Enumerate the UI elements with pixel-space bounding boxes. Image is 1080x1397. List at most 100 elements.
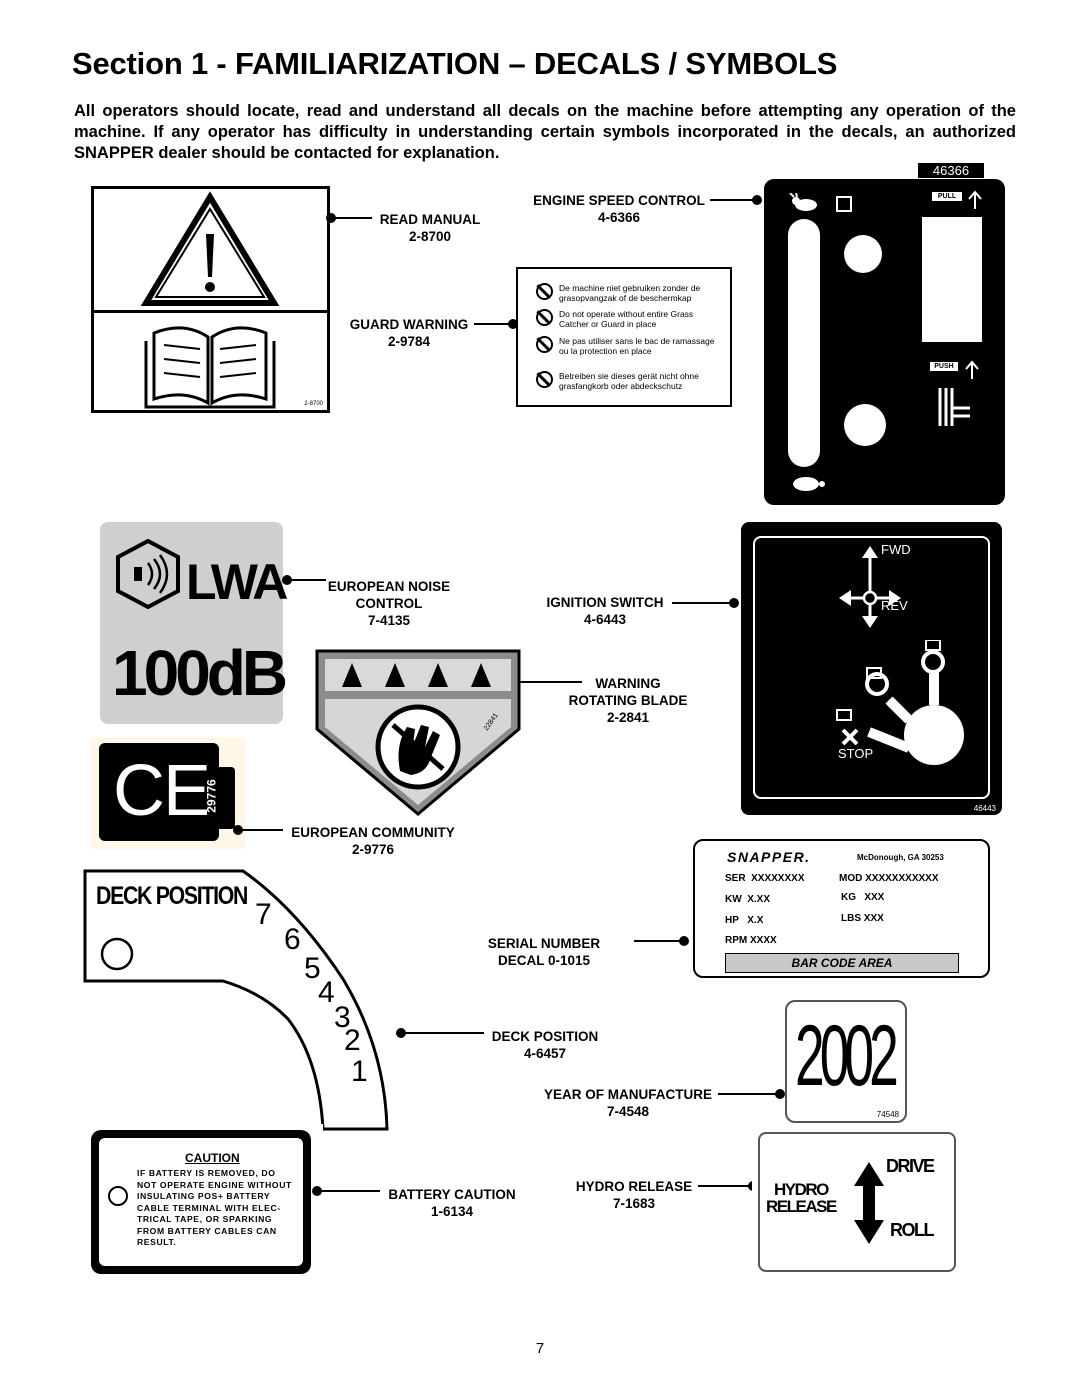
pull-label: PULL: [932, 192, 962, 201]
book-icon: [144, 326, 276, 409]
read-manual-label: READ MANUAL 2-8700: [366, 211, 494, 245]
year-label: YEAR OF MANUFACTURE 7-4548: [538, 1086, 718, 1120]
year-name: YEAR OF MANUFACTURE: [544, 1087, 712, 1102]
serial-ser-label: SER: [725, 873, 746, 884]
engine-speed-callout-line: [710, 199, 756, 201]
rotating-blade-decal: 22841: [315, 649, 521, 816]
guard-line-german: Betreiben sie dieses gerät nicht ohne gr…: [559, 371, 699, 391]
guard-line-french: Ne pas utiliser sans le bac de ramassage…: [559, 336, 715, 356]
rabbit-icon: [789, 193, 817, 211]
hydro-release-part: 7-1683: [612, 1196, 656, 1211]
caution-title: CAUTION: [185, 1151, 240, 1165]
choke-panel: [922, 217, 982, 342]
key-switch-icon: [836, 640, 964, 765]
european-noise-line1: EUROPEAN NOISE: [327, 579, 451, 594]
ignition-fwd: FWD: [881, 542, 911, 557]
serial-location: McDonough, GA 30253: [857, 853, 944, 862]
serial-kg-value: XXX: [864, 892, 885, 903]
caution-line: CABLE TERMINAL WITH ELEC-: [137, 1202, 281, 1213]
deck-number-7: 7: [255, 898, 272, 931]
caution-line: IF BATTERY IS REMOVED, DO: [137, 1168, 276, 1178]
engine-speed-code: 46366: [918, 163, 984, 178]
deck-number-1: 1: [351, 1055, 368, 1088]
serial-brand: SNAPPER.: [727, 849, 811, 865]
read-manual-callout-line: [330, 217, 372, 219]
battery-caution-decal: CAUTION IF BATTERY IS REMOVED, DO NOT OP…: [87, 1124, 323, 1279]
serial-mod-label: MOD: [839, 873, 863, 884]
guard-warning-name: GUARD WARNING: [349, 317, 469, 332]
deck-position-name: DECK POSITION: [491, 1029, 599, 1044]
engine-speed-name: ENGINE SPEED CONTROL: [533, 193, 705, 208]
serial-number-line2: DECAL 0-1015: [497, 953, 591, 968]
deck-title: DECK POSITION: [96, 882, 248, 910]
warning-triangle-icon: [140, 191, 280, 306]
deck-number-6: 6: [284, 923, 301, 956]
ce-mark: CE: [113, 751, 211, 831]
european-noise-decal: LWA 100dB: [100, 522, 288, 724]
year-part: 7-4548: [606, 1104, 650, 1119]
deck-position-decal: [83, 869, 389, 1131]
pull-arrow-icon: [968, 190, 982, 209]
year-of-manufacture-decal: 2002 74548: [785, 1000, 907, 1123]
direction-arrows-icon: [839, 546, 901, 628]
year-callout-dot: [775, 1089, 785, 1099]
warning-blade-part: 2-2841: [606, 710, 650, 725]
double-arrow-icon: [854, 1162, 884, 1244]
page-number: 7: [535, 1340, 545, 1357]
serial-rpm-value: XXXX: [750, 935, 777, 946]
ignition-switch-part: 4-6443: [583, 612, 627, 627]
serial-rpm-label: RPM: [725, 935, 748, 946]
warning-blade-callout-line: [520, 681, 582, 683]
ignition-callout-dot: [729, 598, 739, 608]
caution-line: NOT OPERATE ENGINE WITHOUT: [137, 1179, 292, 1190]
warning-blade-label: WARNING ROTATING BLADE 2-2841: [560, 675, 696, 726]
serial-lbs-value: XXX: [863, 913, 884, 924]
push-arrow-icon: [965, 360, 979, 379]
guard-warning-callout-line: [474, 323, 510, 325]
serial-number-label: SERIAL NUMBER DECAL 0-1015: [481, 935, 607, 969]
ignition-switch-label: IGNITION SWITCH 4-6443: [540, 594, 670, 628]
hydro-release-decal: DRIVE HYDRO RELEASE ROLL: [752, 1124, 960, 1277]
guard-warning-callout-dot: [508, 319, 518, 329]
engine-speed-callout-dot: [752, 195, 762, 205]
intro-paragraph: All operators should locate, read and un…: [74, 102, 1016, 162]
deck-number-4: 4: [318, 976, 335, 1009]
serial-mod-value: XXXXXXXXXXX: [865, 873, 939, 884]
deck-number-5: 5: [304, 952, 321, 985]
year-callout-line: [718, 1093, 778, 1095]
serial-hp-value: X.X: [747, 915, 764, 926]
european-noise-line2: CONTROL: [355, 596, 423, 611]
hydro-line2: RELEASE: [766, 1197, 837, 1216]
no-operate-icon: [536, 309, 553, 326]
hydro-release-label: HYDRO RELEASE 7-1683: [570, 1178, 698, 1212]
european-noise-part: 7-4135: [367, 613, 411, 628]
noise-ear-icon: [116, 538, 180, 610]
serial-kw-value: X.XX: [747, 894, 771, 905]
ignition-frame: [753, 536, 990, 799]
caution-line: FROM BATTERY CABLES CAN: [137, 1225, 277, 1236]
turtle-icon: [793, 477, 825, 491]
caution-line: INSULATING POS+ BATTERY: [137, 1191, 271, 1201]
noise-db-value: 100dB: [112, 637, 288, 709]
serial-ser-value: XXXXXXXX: [751, 873, 805, 884]
battery-caution-label: BATTERY CAUTION 1-6134: [382, 1186, 522, 1220]
hydro-roll: ROLL: [890, 1220, 935, 1240]
year-code: 74548: [876, 1110, 899, 1119]
warning-triangle-icons: [342, 663, 491, 687]
no-operate-icon: [536, 283, 553, 300]
deck-number-2: 2: [344, 1024, 361, 1057]
caution-line: RESULT.: [137, 1237, 177, 1247]
caution-circle-icon: [108, 1186, 128, 1206]
serial-barcode-area: BAR CODE AREA: [725, 953, 959, 973]
battery-callout-line: [316, 1190, 380, 1192]
read-manual-code: 2-8700: [304, 401, 323, 407]
european-community-label: EUROPEAN COMMUNITY 2-9776: [285, 824, 461, 858]
warning-blade-line1: WARNING: [595, 676, 661, 691]
ignition-callout-line: [672, 602, 732, 604]
ce-code: 29776: [204, 779, 219, 813]
throttle-slot: [788, 219, 820, 467]
ignition-code: 46443: [973, 804, 996, 813]
battery-caution-name: BATTERY CAUTION: [388, 1187, 516, 1202]
hydro-line1: HYDRO: [774, 1180, 829, 1199]
choke-icon: [836, 196, 852, 212]
